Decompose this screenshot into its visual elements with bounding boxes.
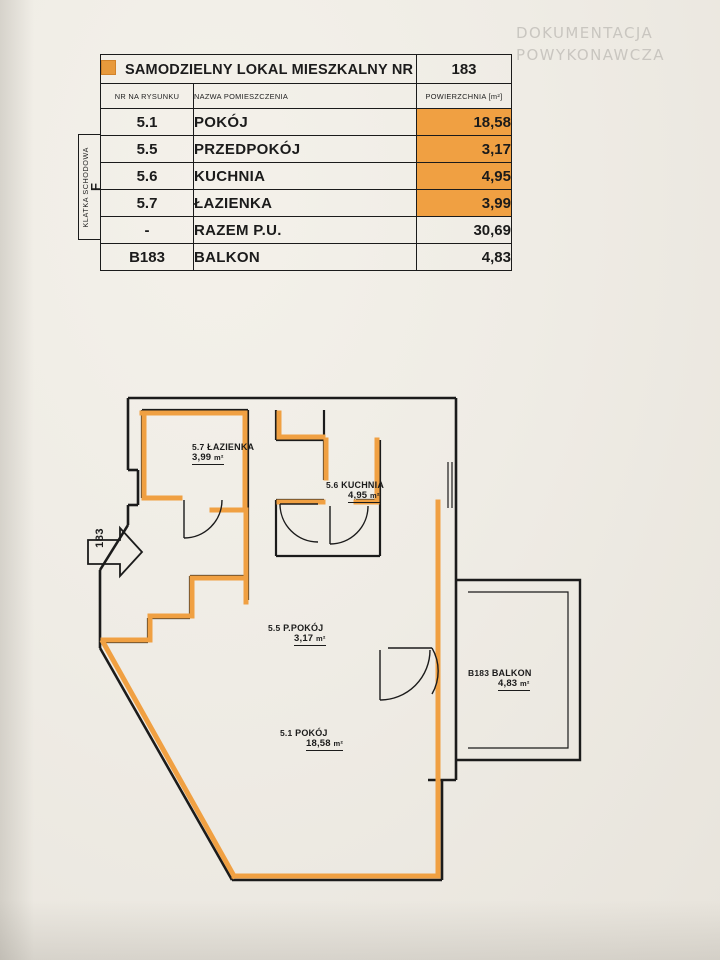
balcony-name: BALKON: [193, 243, 417, 271]
staircase-label-box: F KLATKA SCHODOWA: [78, 134, 103, 240]
row-nr: 5.6: [100, 162, 194, 190]
table-title: SAMODZIELNY LOKAL MIESZKALNY NR: [125, 62, 414, 78]
room-area: 4,83: [498, 678, 518, 689]
total-name: RAZEM P.U.: [193, 216, 417, 244]
page-shadow-left: [0, 0, 34, 960]
room-label-bathroom: 5.7 ŁAZIENKA 3,99 m²: [192, 442, 254, 465]
staircase-letter: F: [87, 183, 103, 191]
table-row: 5.5 PRZEDPOKÓJ 3,17: [100, 135, 512, 163]
room-nr: 5.5: [268, 623, 281, 633]
watermark-stamp: DOKUMENTACJA POWYKONAWCZA: [516, 22, 665, 66]
watermark-line-2: POWYKONAWCZA: [516, 46, 665, 64]
room-unit: m²: [520, 679, 530, 688]
floor-plan-drawing: [87, 396, 582, 882]
unit-number: 183: [416, 54, 512, 84]
room-name: KUCHNIA: [341, 480, 385, 490]
room-name: POKÓJ: [295, 728, 328, 738]
table-header-row: SAMODZIELNY LOKAL MIESZKALNY NR 183: [100, 54, 512, 84]
entry-marker: 183: [94, 528, 106, 548]
room-name: ŁAZIENKA: [207, 442, 255, 452]
room-area: 18,58: [306, 738, 331, 749]
page-shadow-bottom: [0, 900, 720, 960]
balcony-nr: B183: [100, 243, 194, 271]
table-title-cell: SAMODZIELNY LOKAL MIESZKALNY NR: [100, 54, 417, 84]
row-nr: 5.7: [100, 189, 194, 217]
room-unit: m²: [333, 739, 344, 748]
row-area: 3,99: [416, 189, 512, 217]
table-row: 5.6 KUCHNIA 4,95: [100, 162, 512, 190]
room-unit: m²: [214, 453, 224, 462]
room-name: P.POKÓJ: [283, 623, 324, 633]
watermark-line-1: DOKUMENTACJA: [516, 24, 654, 42]
table-balcony-row: B183 BALKON 4,83: [100, 243, 512, 271]
apartment-summary-table: SAMODZIELNY LOKAL MIESZKALNY NR 183 NR N…: [100, 54, 512, 271]
room-nr: 5.1: [280, 728, 293, 738]
total-area: 30,69: [416, 216, 512, 244]
table-row: 5.1 POKÓJ 18,58: [100, 108, 512, 136]
room-unit: m²: [316, 634, 326, 643]
room-label-hall: 5.5 P.POKÓJ 3,17 m²: [268, 623, 326, 646]
row-area: 4,95: [416, 162, 512, 190]
table-column-header-row: NR NA RYSUNKU NAZWA POMIESZCZENIA POWIER…: [100, 83, 512, 109]
room-area: 4,95: [348, 490, 368, 501]
row-nr: 5.1: [100, 108, 194, 136]
row-name: KUCHNIA: [193, 162, 417, 190]
room-label-kitchen: 5.6 KUCHNIA 4,95 m²: [326, 480, 384, 503]
room-nr: 5.6: [326, 480, 339, 490]
room-label-room: 5.1 POKÓJ 18,58 m²: [280, 728, 344, 751]
room-area: 3,17: [294, 633, 314, 644]
table-total-row: - RAZEM P.U. 30,69: [100, 216, 512, 244]
row-nr: 5.5: [100, 135, 194, 163]
room-unit: m²: [370, 491, 380, 500]
table-row: 5.7 ŁAZIENKA 3,99: [100, 189, 512, 217]
row-name: PRZEDPOKÓJ: [193, 135, 417, 163]
room-label-balcony: B183 BALKON 4,83 m²: [468, 668, 532, 691]
col-header-nr: NR NA RYSUNKU: [100, 83, 194, 109]
floor-plan: 183 5.7 ŁAZIENKA 3,99 m² 5.6 KUCHNIA 4,9…: [80, 380, 640, 920]
row-area: 3,17: [416, 135, 512, 163]
staircase-text: KLATKA SCHODOWA: [80, 146, 90, 228]
room-nr: 5.7: [192, 442, 205, 452]
col-header-area: POWIERZCHNIA [m²]: [416, 83, 512, 109]
room-area: 3,99: [192, 452, 212, 463]
row-area: 18,58: [416, 108, 512, 136]
row-name: ŁAZIENKA: [193, 189, 417, 217]
room-name: BALKON: [491, 668, 532, 678]
balcony-area: 4,83: [416, 243, 512, 271]
room-nr: B183: [468, 668, 490, 678]
total-nr: -: [100, 216, 194, 244]
row-name: POKÓJ: [193, 108, 417, 136]
col-header-name: NAZWA POMIESZCZENIA: [193, 83, 417, 109]
legend-swatch-icon: [101, 60, 116, 75]
